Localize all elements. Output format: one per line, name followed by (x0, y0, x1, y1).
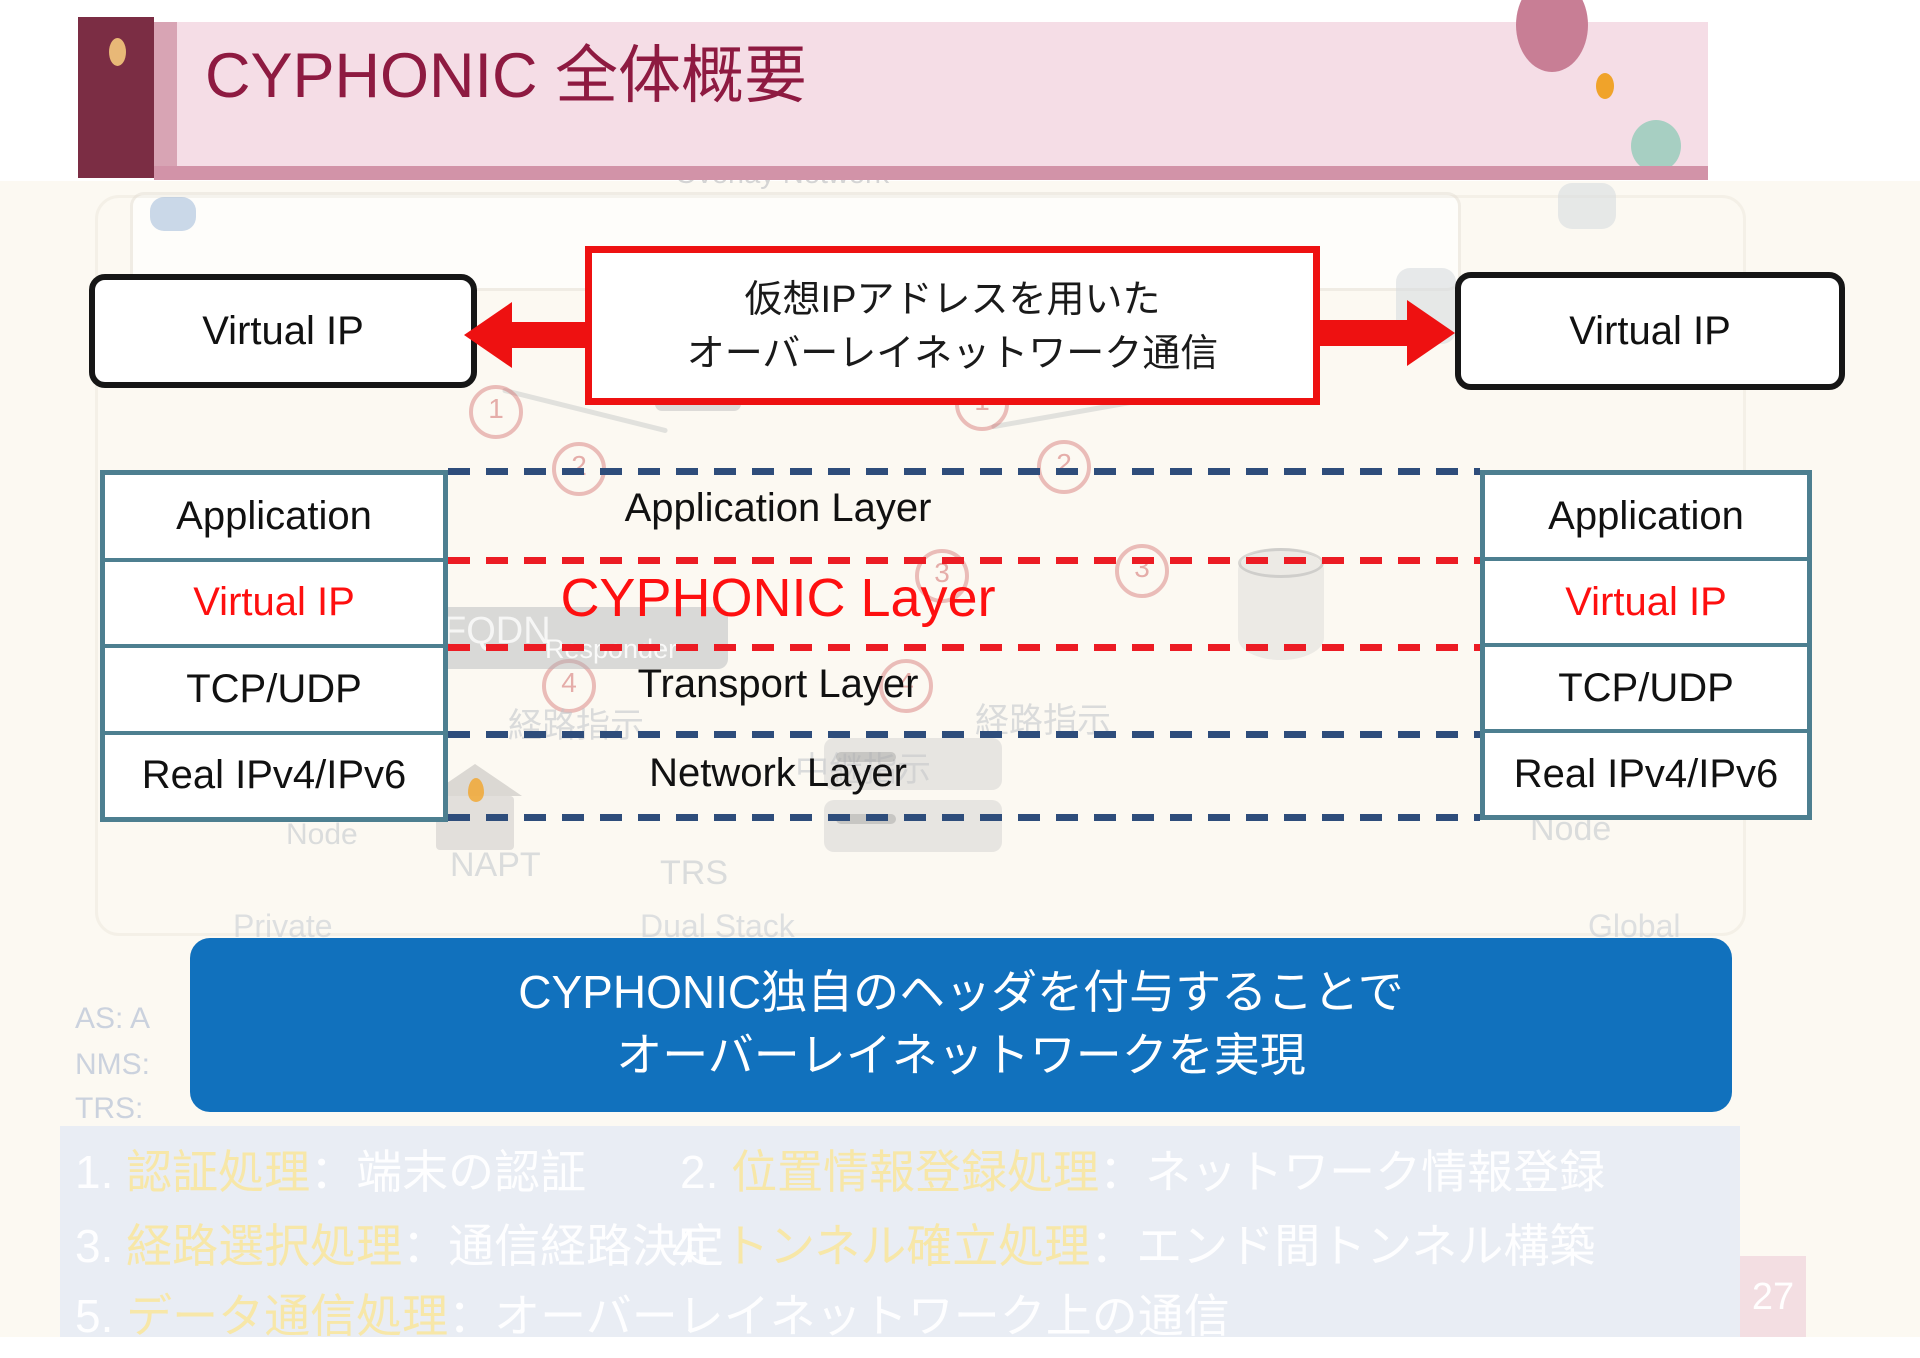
summary-line1: CYPHONIC独自のヘッダを付与することで (518, 966, 1404, 1018)
page-title: CYPHONIC 全体概要 (205, 41, 808, 111)
right-arrow-head-icon (1407, 300, 1455, 366)
left-arrow-bar (510, 322, 586, 348)
process-item-5: 5. データ通信処理：オーバーレイネットワーク上の通信 (75, 1280, 1230, 1346)
process-item-2: 2. 位置情報登録処理：ネットワーク情報登録 (680, 1136, 1605, 1202)
process-5-name: データ通信処理 (126, 1290, 449, 1342)
process-list-panel (60, 1126, 1740, 1337)
callout-line1: 仮想IPアドレスを用いた (744, 279, 1161, 321)
stack-right-virtual-ip: Virtual IP (1485, 557, 1807, 643)
server-icon (824, 738, 1002, 858)
layer-separator-red-lower (448, 644, 1480, 651)
stack-right-application: Application (1485, 475, 1807, 557)
footer-margin (0, 1337, 1920, 1358)
house-icon (428, 764, 523, 852)
callout-box: 仮想IPアドレスを用いた オーバーレイネットワーク通信 (585, 246, 1320, 405)
process-5-sep: ： (448, 1290, 495, 1342)
faded-trs-note: TRS: (75, 1092, 144, 1125)
stack-right-tcp-udp: TCP/UDP (1485, 643, 1807, 729)
process-2-desc: ネットワーク情報登録 (1145, 1146, 1606, 1198)
process-2-name: 位置情報登録処理 (731, 1146, 1100, 1198)
process-item-4: 4. トンネル確立処理：エンド間トンネル構築 (672, 1210, 1595, 1276)
right-arrow-bar (1319, 320, 1409, 346)
layer-separator-blue-mid (448, 731, 1480, 738)
left-arrow-head-icon (464, 302, 512, 368)
process-4-sep: ： (1090, 1220, 1137, 1272)
faded-step-circle: 1 (469, 385, 523, 439)
router-icon (150, 197, 196, 231)
process-5-desc: オーバーレイネットワーク上の通信 (494, 1290, 1230, 1342)
process-4-name: トンネル確立処理 (723, 1220, 1091, 1272)
callout-line2: オーバーレイネットワーク通信 (686, 333, 1219, 375)
layer-separator-blue-bottom (448, 814, 1480, 821)
process-1-num: 1. (75, 1146, 114, 1198)
process-4-desc: エンド間トンネル構築 (1136, 1220, 1596, 1272)
process-2-sep: ： (1099, 1146, 1146, 1198)
process-4-num: 4. (672, 1220, 711, 1272)
faded-step-circle: 4 (542, 659, 596, 713)
process-3-num: 3. (75, 1220, 114, 1272)
stack-left-tcp-udp: TCP/UDP (105, 644, 443, 731)
database-icon (1238, 548, 1324, 660)
stack-left-real-ip: Real IPv4/IPv6 (105, 730, 443, 817)
stack-left-virtual-ip: Virtual IP (105, 557, 443, 644)
device-icon (1558, 183, 1616, 229)
faded-napt-label: NAPT (450, 846, 541, 884)
header-band-shadow (154, 22, 177, 166)
faded-nms-note: NMS: (75, 1048, 150, 1081)
faded-step-circle: 4 (879, 659, 933, 713)
stack-right-real-ip: Real IPv4/IPv6 (1485, 729, 1807, 815)
cyphonic-layer-label: CYPHONIC Layer (560, 568, 996, 628)
process-3-desc: 通信経路決定 (448, 1220, 725, 1272)
faded-as-note: AS: A (75, 1002, 151, 1035)
decor-tick-orange (109, 38, 126, 66)
stack-left-application: Application (105, 475, 443, 558)
summary-line2: オーバーレイネットワークを実現 (616, 1029, 1306, 1081)
process-3-sep: ： (402, 1220, 449, 1272)
protocol-stack-left: Application Virtual IP TCP/UDP Real IPv4… (100, 470, 448, 822)
faded-node-label-left: Node (286, 818, 358, 851)
decor-dot-orange (1596, 73, 1614, 99)
faded-route-label-left: 経路指示 (508, 707, 644, 745)
page-number-badge: 27 (1740, 1256, 1806, 1338)
faded-trs-label: TRS (660, 854, 728, 892)
header-band (177, 22, 1708, 166)
protocol-stack-right: Application Virtual IP TCP/UDP Real IPv4… (1480, 470, 1812, 820)
network-layer-label: Network Layer (649, 751, 907, 795)
faded-step-circle: 3 (915, 549, 969, 603)
virtual-ip-box-left: Virtual IP (89, 274, 477, 388)
process-item-3: 3. 経路選択処理：通信経路決定 (75, 1210, 724, 1276)
process-5-num: 5. (75, 1290, 114, 1342)
transport-layer-label: Transport Layer (637, 662, 919, 706)
faded-fqdn-box (423, 607, 728, 669)
faded-step-circle: 3 (1115, 544, 1169, 598)
decor-circle-teal (1631, 120, 1681, 172)
process-1-sep: ： (310, 1146, 357, 1198)
faded-relay-label: 中継指示 (795, 751, 931, 789)
process-item-1: 1. 認証処理：端末の認証 (75, 1136, 586, 1202)
process-2-num: 2. (680, 1146, 719, 1198)
header-band-strip-front (154, 166, 1708, 180)
summary-banner: CYPHONIC独自のヘッダを付与することで オーバーレイネットワークを実現 (190, 938, 1732, 1112)
decor-circle-pink (1516, 0, 1588, 72)
process-1-desc: 端末の認証 (356, 1146, 587, 1198)
layer-separator-blue-top (448, 468, 1480, 475)
virtual-ip-label-left: Virtual IP (202, 308, 364, 353)
application-layer-label: Application Layer (624, 486, 932, 530)
process-1-name: 認証処理 (126, 1146, 311, 1198)
layer-separator-red-upper (448, 557, 1480, 564)
virtual-ip-label-right: Virtual IP (1569, 308, 1731, 353)
virtual-ip-box-right: Virtual IP (1455, 272, 1845, 390)
process-3-name: 経路選択処理 (126, 1220, 403, 1272)
